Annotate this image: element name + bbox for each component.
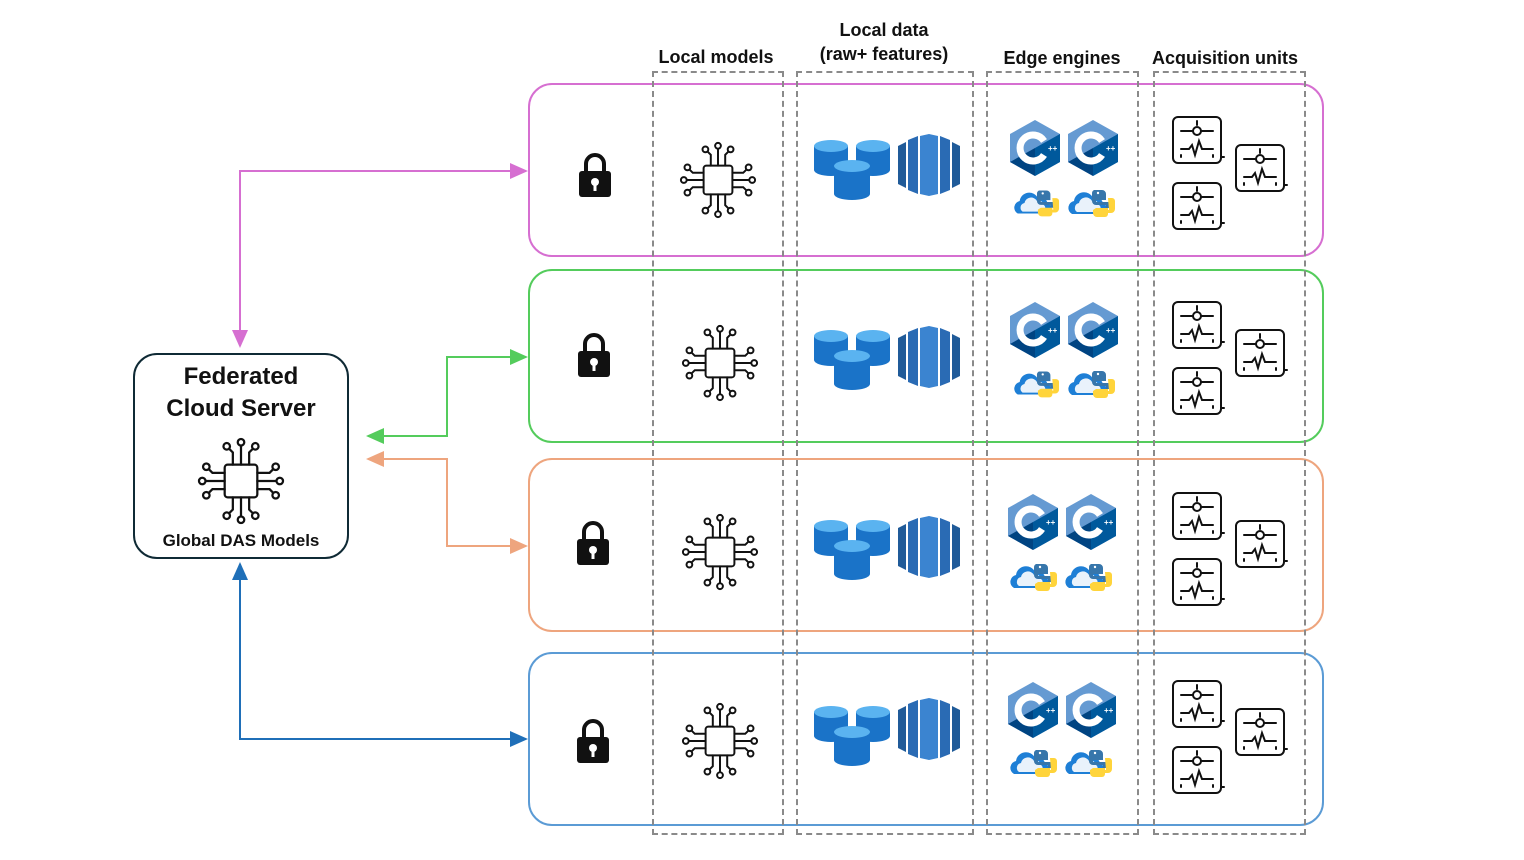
redshift-icon [898, 516, 960, 578]
svg-text:++: ++ [1046, 706, 1056, 715]
arrow-row-4 [232, 562, 528, 747]
chip-icon [674, 696, 766, 786]
svg-text:++: ++ [1046, 518, 1056, 527]
server-title-line1: Federated [183, 363, 299, 390]
column-header-local-data-line1: Local data [839, 20, 929, 40]
python-cloud-icon [1012, 367, 1060, 399]
arrow-row-1 [232, 163, 528, 348]
python-cloud-icon [1008, 560, 1058, 592]
cpp-icon: ++ [1008, 682, 1058, 738]
svg-text:++: ++ [1106, 326, 1116, 335]
lock-icon [577, 332, 611, 378]
sensor-unit-icon [1234, 707, 1288, 759]
sensor-unit-icon [1171, 745, 1225, 797]
sensor-unit-icon [1171, 491, 1225, 543]
database-icon [814, 138, 892, 202]
python-cloud-icon [1008, 746, 1058, 778]
database-icon [814, 704, 892, 768]
python-cloud-icon [1062, 560, 1114, 592]
chip-icon [674, 318, 766, 408]
python-cloud-icon [1062, 746, 1114, 778]
cpp-icon: ++ [1010, 302, 1060, 358]
client-row-1 [528, 83, 1324, 257]
client-row-3 [528, 458, 1324, 632]
sensor-unit-icon [1171, 115, 1225, 167]
column-header-edge-engines: Edge engines [1003, 48, 1121, 68]
cpp-icon: ++ [1066, 682, 1116, 738]
python-cloud-icon [1012, 186, 1060, 218]
chip-icon [672, 135, 764, 225]
server-title: Federated Cloud Server [135, 361, 347, 425]
redshift-icon [898, 698, 960, 760]
chip-icon [189, 430, 293, 532]
cpp-icon: ++ [1068, 302, 1118, 358]
sensor-unit-icon [1234, 519, 1288, 571]
database-icon [814, 328, 892, 392]
svg-text:++: ++ [1104, 518, 1114, 527]
svg-text:++: ++ [1048, 144, 1058, 153]
svg-text:++: ++ [1106, 144, 1116, 153]
column-header-acquisition-units: Acquisition units [1152, 48, 1298, 68]
sensor-unit-icon [1234, 143, 1288, 195]
federated-cloud-server: Federated Cloud Server Global DAS Models [133, 353, 349, 559]
cpp-icon: ++ [1068, 120, 1118, 176]
server-title-line2: Cloud Server [166, 395, 316, 422]
cpp-icon: ++ [1066, 494, 1116, 550]
sensor-unit-icon [1171, 181, 1225, 233]
client-row-2 [528, 269, 1324, 443]
svg-text:++: ++ [1104, 706, 1114, 715]
column-header-local-data: Local data (raw+ features) [796, 18, 972, 66]
python-cloud-icon [1066, 367, 1116, 399]
svg-text:++: ++ [1048, 326, 1058, 335]
server-subtitle: Global DAS Models [162, 531, 320, 550]
sensor-unit-icon [1234, 328, 1288, 380]
lock-icon [578, 152, 612, 198]
chip-icon [674, 507, 766, 597]
column-header-local-data-line2: (raw+ features) [819, 44, 949, 64]
arrow-row-2 [366, 349, 528, 444]
database-icon [814, 518, 892, 582]
lock-icon [576, 718, 610, 764]
python-cloud-icon [1066, 186, 1116, 218]
sensor-unit-icon [1171, 366, 1225, 418]
column-header-local-models: Local models [658, 47, 774, 67]
lock-icon [576, 520, 610, 566]
cpp-icon: ++ [1008, 494, 1058, 550]
redshift-icon [898, 326, 960, 388]
sensor-unit-icon [1171, 679, 1225, 731]
cpp-icon: ++ [1010, 120, 1060, 176]
sensor-unit-icon [1171, 300, 1225, 352]
redshift-icon [898, 134, 960, 196]
arrow-row-3 [366, 451, 528, 554]
client-row-4 [528, 652, 1324, 826]
sensor-unit-icon [1171, 557, 1225, 609]
